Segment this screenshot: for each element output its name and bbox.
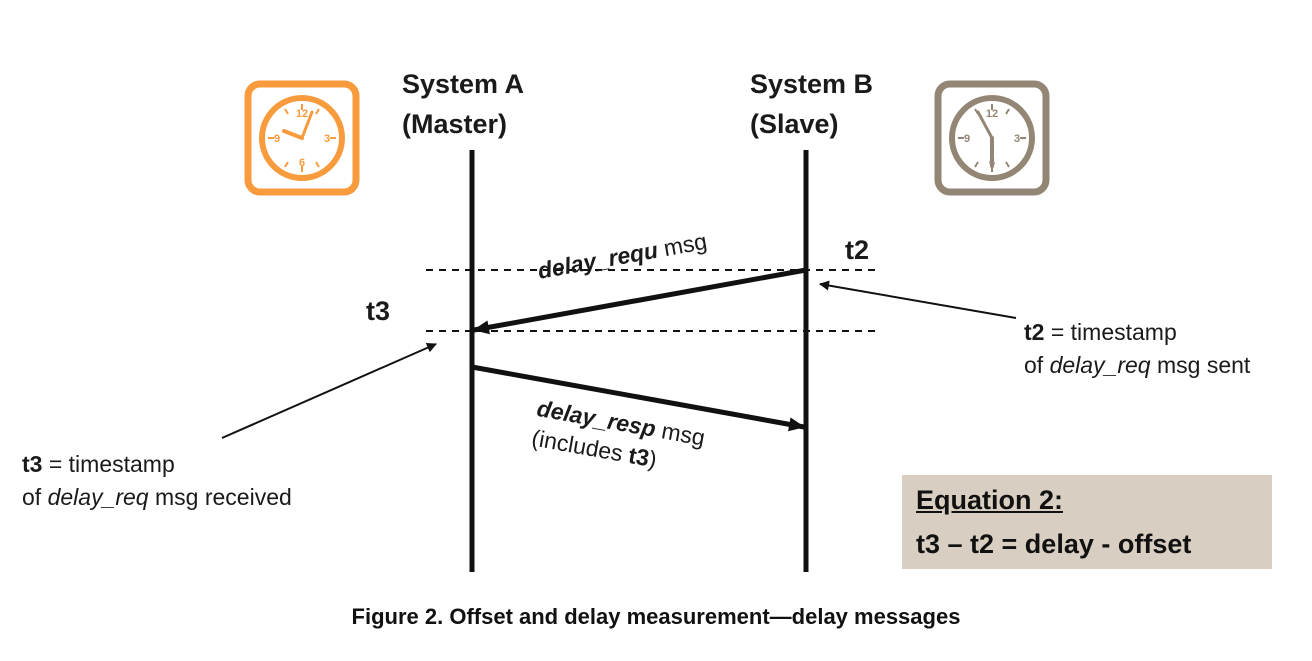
svg-text:12: 12 xyxy=(296,108,308,120)
pointer-arrow-t3 xyxy=(221,343,437,439)
t3-note-line2-pre: of xyxy=(22,484,48,510)
clock-icon-master: 12 3 6 9 xyxy=(244,80,360,196)
t2-note-line1: = timestamp xyxy=(1044,319,1177,345)
t3-note-key: t3 xyxy=(22,451,43,477)
svg-text:9: 9 xyxy=(274,133,280,145)
svg-text:3: 3 xyxy=(1014,133,1020,145)
equation-box: Equation 2: t3 – t2 = delay - offset xyxy=(902,475,1272,569)
system-a-heading: System A (Master) xyxy=(402,64,524,144)
t3-note-line1: = timestamp xyxy=(42,451,175,477)
clock-icon-slave: 12 3 6 9 xyxy=(934,80,1050,196)
pointer-arrow-t2 xyxy=(819,280,1017,319)
t2-label: t2 xyxy=(845,235,870,265)
t2-note: t2 = timestamp of delay_req msg sent xyxy=(1024,316,1250,382)
t2-note-key: t2 xyxy=(1024,319,1045,345)
delay-resp-arrow xyxy=(471,364,805,432)
t3-label: t3 xyxy=(366,296,391,326)
svg-text:3: 3 xyxy=(324,133,330,145)
figure-caption: Figure 2. Offset and delay measurement—d… xyxy=(351,604,961,629)
system-b-name: System B xyxy=(750,69,874,99)
t3-note-line2-italic: delay_req xyxy=(47,484,149,510)
t2-note-line2-pre: of xyxy=(1024,352,1050,378)
system-a-name: System A xyxy=(402,69,525,99)
t2-note-line2-italic: delay_req xyxy=(1049,352,1151,378)
equation-title: Equation 2: xyxy=(916,485,1063,515)
svg-text:12: 12 xyxy=(986,108,998,120)
t2-note-line2-post: msg sent xyxy=(1150,352,1251,378)
t3-note-line2-post: msg received xyxy=(148,484,292,510)
svg-text:9: 9 xyxy=(964,133,970,145)
equation-formula: t3 – t2 = delay - offset xyxy=(916,529,1192,559)
system-a-role: (Master) xyxy=(402,109,508,139)
system-b-heading: System B (Slave) xyxy=(750,64,873,144)
system-b-role: (Slave) xyxy=(750,109,839,139)
delay-req-arrow xyxy=(473,267,807,335)
t3-note: t3 = timestamp of delay_req msg received xyxy=(22,448,292,514)
delay-resp-suffix: msg xyxy=(653,416,708,451)
svg-text:6: 6 xyxy=(299,157,305,169)
